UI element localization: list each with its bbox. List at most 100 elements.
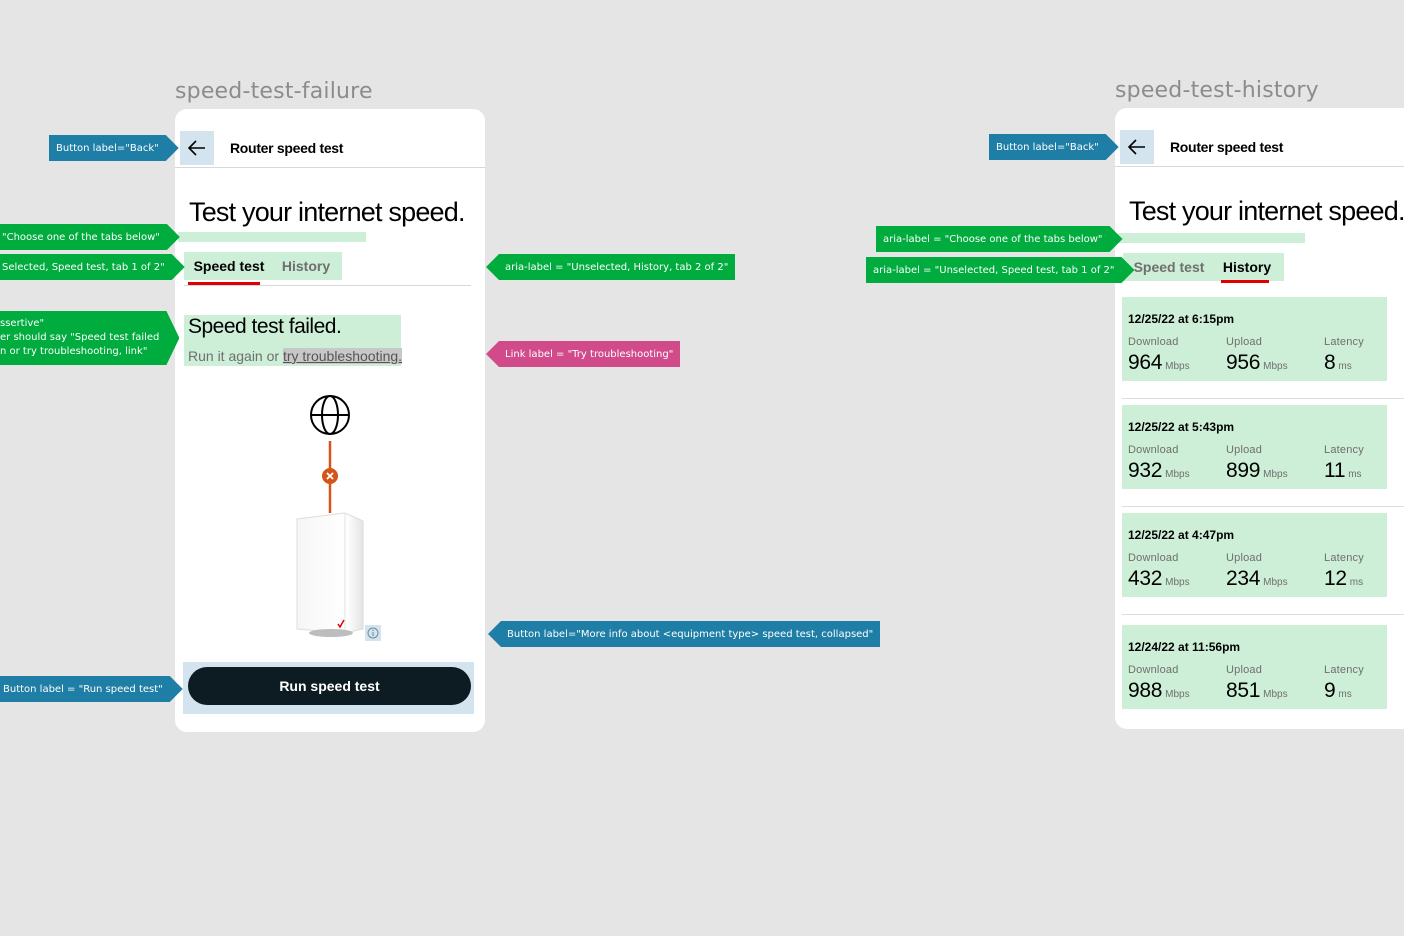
- error-x-icon: [326, 472, 334, 480]
- tabs-aria-label-region: [1118, 233, 1305, 243]
- upload-value: 956: [1226, 351, 1261, 374]
- latency-unit: ms: [1338, 361, 1352, 372]
- assertive-line-3: n or try troubleshooting, link": [0, 346, 148, 357]
- screen-header: Router speed test: [1115, 108, 1404, 167]
- download-label: Download: [1128, 552, 1179, 564]
- tab-selected-indicator: [188, 282, 260, 285]
- download-label: Download: [1128, 444, 1179, 456]
- speed-unit: Mbps: [1263, 469, 1288, 480]
- annotation-more-info: Button label="More info about <equipment…: [488, 621, 881, 647]
- run-button-focus-region: Run speed test: [183, 662, 474, 714]
- tab-divider: [184, 285, 471, 286]
- globe-icon: [310, 395, 350, 435]
- record-divider: [1122, 614, 1404, 615]
- more-info-button[interactable]: [365, 625, 381, 641]
- tab-history[interactable]: History: [1210, 253, 1284, 281]
- screen-header: Router speed test: [175, 109, 485, 168]
- upload-label: Upload: [1226, 552, 1263, 564]
- tab-speed-test[interactable]: Speed test: [1123, 253, 1215, 281]
- page-headline: Test your internet speed.: [189, 197, 465, 227]
- tab-speed-test[interactable]: Speed test: [184, 252, 274, 280]
- frame-title-failure: speed-test-failure: [175, 79, 373, 104]
- download-label: Download: [1128, 336, 1179, 348]
- assertive-line-1: ssertive": [0, 318, 45, 329]
- back-button[interactable]: [180, 131, 214, 165]
- latency-unit: ms: [1338, 689, 1352, 700]
- failure-title: Speed test failed.: [188, 315, 342, 338]
- speed-unit: Mbps: [1263, 689, 1288, 700]
- latency-value: 12: [1324, 567, 1347, 590]
- router-icon: [296, 512, 364, 637]
- speed-unit: Mbps: [1263, 361, 1288, 372]
- latency-label: Latency: [1324, 444, 1364, 456]
- annotation-run-button: Button label = "Run speed test": [0, 676, 183, 702]
- latency-unit: ms: [1349, 577, 1364, 588]
- header-title: Router speed test: [1170, 139, 1284, 155]
- upload-label: Upload: [1226, 444, 1263, 456]
- speed-unit: Mbps: [1165, 361, 1190, 372]
- annotation-back-button: Button label="Back": [989, 134, 1119, 160]
- latency-unit: ms: [1348, 469, 1362, 480]
- tabs-aria-label-region: [178, 232, 366, 242]
- annotation-choose-tabs: aria-label = "Choose one of the tabs bel…: [876, 226, 1123, 252]
- download-value: 964: [1128, 351, 1163, 374]
- back-arrow-icon: [187, 140, 205, 156]
- run-speed-test-button[interactable]: Run speed test: [188, 667, 471, 705]
- speed-unit: Mbps: [1165, 469, 1190, 480]
- annotation-link-label: Link label = "Try troubleshooting": [486, 341, 681, 367]
- troubleshooting-link[interactable]: try troubleshooting.: [282, 348, 403, 364]
- speed-unit: Mbps: [1165, 577, 1190, 588]
- record-divider: [1122, 506, 1404, 507]
- upload-label: Upload: [1226, 336, 1263, 348]
- troubleshooting-link-try: try: [282, 348, 299, 364]
- troubleshooting-link-rest: troubleshooting.: [302, 348, 403, 364]
- latency-label: Latency: [1324, 552, 1364, 564]
- latency-label: Latency: [1324, 664, 1364, 676]
- failure-subtext-prefix: Run it again or: [188, 348, 283, 364]
- info-icon: [367, 627, 379, 639]
- speed-test-history-screen: Router speed test Test your internet spe…: [1115, 108, 1404, 729]
- speed-test-failure-screen: Router speed test Test your internet spe…: [175, 109, 485, 732]
- page-headline: Test your internet speed.: [1129, 196, 1404, 226]
- record-date: 12/25/22 at 4:47pm: [1128, 528, 1235, 542]
- tab-history[interactable]: History: [270, 252, 342, 280]
- speed-unit: Mbps: [1165, 689, 1190, 700]
- back-button[interactable]: [1120, 130, 1154, 164]
- failure-message: Speed test failed. Run it again or try t…: [184, 315, 403, 366]
- upload-label: Upload: [1226, 664, 1263, 676]
- upload-value: 851: [1226, 679, 1261, 702]
- annotation-assertive-live-region: ssertive" er should say "Speed test fail…: [0, 311, 179, 365]
- speed-unit: Mbps: [1263, 577, 1288, 588]
- record-divider: [1122, 398, 1404, 399]
- latency-value: 8: [1324, 351, 1336, 374]
- latency-value: 11: [1324, 459, 1346, 482]
- record-date: 12/25/22 at 5:43pm: [1128, 420, 1235, 434]
- tab-selected-indicator: [1221, 280, 1269, 283]
- header-title: Router speed test: [230, 140, 344, 156]
- download-value: 932: [1128, 459, 1163, 482]
- download-value: 988: [1128, 679, 1163, 702]
- latency-label: Latency: [1324, 336, 1364, 348]
- back-arrow-icon: [1127, 139, 1145, 155]
- download-label: Download: [1128, 664, 1179, 676]
- failure-subtext: Run it again or try troubleshooting.: [188, 348, 403, 364]
- record-date: 12/25/22 at 6:15pm: [1128, 312, 1235, 326]
- annotation-unselected-speed-test: aria-label = "Unselected, Speed test, ta…: [866, 257, 1134, 283]
- latency-value: 9: [1324, 679, 1336, 702]
- annotation-choose-tabs: "Choose one of the tabs below": [0, 224, 180, 250]
